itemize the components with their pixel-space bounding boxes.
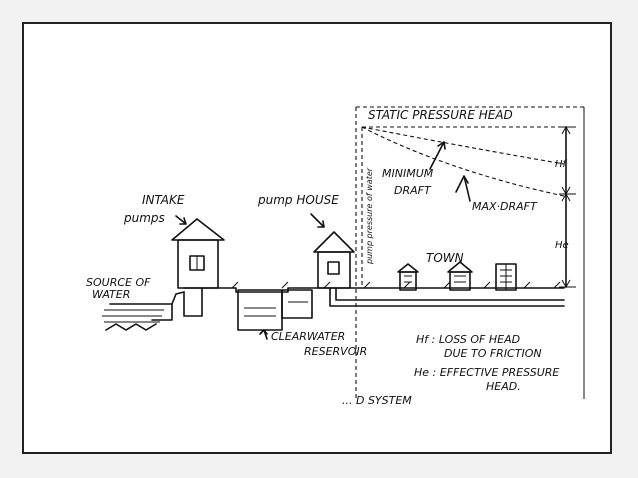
- static-pressure-head-label: STATIC PRESSURE HEAD: [368, 108, 513, 122]
- he-label: He: [555, 240, 569, 251]
- distribution-main: [329, 287, 565, 307]
- max-draft-arrow: [455, 175, 471, 202]
- water-source: [102, 287, 203, 331]
- legend-hf-2: DUE TO FRICTION: [444, 347, 542, 360]
- pump-pressure-label: pump pressure of water: [365, 167, 374, 265]
- clear-water-label-1: CLEARWATER: [271, 330, 345, 343]
- figure-frame: STATIC PRESSURE HEAD Hf He MINIMUM DRAFT…: [22, 22, 612, 454]
- town-label: TOWN: [426, 251, 464, 265]
- ground-line: [183, 281, 565, 293]
- clear-water-label-2: RESERVOIR: [304, 345, 367, 358]
- town-buildings: [397, 261, 517, 291]
- pump-house-pointer-arrow: [310, 213, 325, 228]
- intake-label-1: INTAKE: [142, 193, 185, 207]
- minimum-draft-label-1: MINIMUM: [382, 167, 434, 180]
- max-draft-label: MAX·DRAFT: [472, 200, 538, 213]
- head-dimension-arrows: [559, 125, 576, 289]
- crop-boundary: [355, 106, 585, 399]
- intake-label-2: pumps: [123, 211, 165, 225]
- legend-hf-1: Hf : LOSS OF HEAD: [416, 333, 520, 346]
- intake-pump-house: [171, 218, 225, 289]
- hydraulic-grade-lines: [361, 126, 565, 288]
- legend-he-1: He : EFFECTIVE PRESSURE: [414, 366, 559, 379]
- legend-he-2: HEAD.: [486, 380, 521, 393]
- minimum-draft-arrow: [429, 141, 446, 170]
- pump-house-label: pump HOUSE: [257, 193, 339, 207]
- source-label-1: SOURCE OF: [86, 276, 151, 289]
- clear-water-pointer-arrow: [259, 329, 268, 340]
- pump-house: [313, 231, 355, 289]
- clear-water-reservoir: [237, 289, 313, 331]
- source-label-2: WATER: [92, 288, 130, 301]
- hf-label: Hf: [555, 159, 568, 170]
- minimum-draft-label-2: DRAFT: [394, 184, 432, 197]
- water-supply-diagram: STATIC PRESSURE HEAD Hf He MINIMUM DRAFT…: [86, 106, 585, 407]
- cut-caption: ... D SYSTEM: [342, 394, 412, 407]
- intake-pointer-arrow: [175, 215, 187, 225]
